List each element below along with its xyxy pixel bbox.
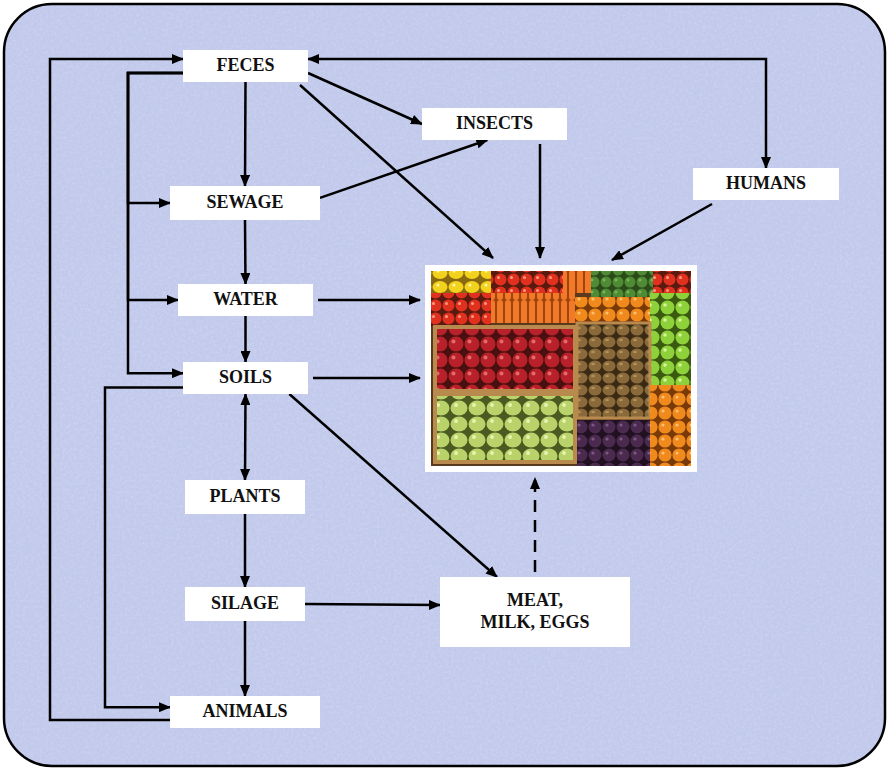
flow-arrow	[305, 604, 440, 605]
arrows-to-food	[300, 85, 712, 572]
flow-arrow	[289, 394, 497, 577]
carrots	[491, 293, 575, 323]
flow-arrow	[244, 220, 247, 284]
arrow	[612, 204, 712, 260]
node-label: SILAGE	[211, 593, 279, 615]
dashed-arrow	[534, 478, 537, 572]
node-box: INSECTS	[422, 108, 567, 140]
arrow	[313, 377, 420, 380]
node-label: HUMANS	[726, 173, 806, 195]
flow-arrow	[244, 82, 247, 186]
node-box: PLANTS	[185, 480, 305, 514]
tomatoes	[491, 271, 563, 293]
node-box: MEAT, MILK, EGGS	[440, 577, 630, 647]
node-label: ANIMALS	[202, 701, 287, 723]
ground-mottle	[4, 4, 885, 766]
node-box: SOILS	[183, 362, 308, 394]
flow-arrow	[50, 59, 183, 720]
node-box: ANIMALS	[170, 696, 320, 728]
tomatoes	[431, 293, 491, 327]
node-box: FECES	[183, 50, 308, 82]
plums	[577, 420, 650, 466]
outer-frame	[4, 4, 885, 766]
node-box: WATER	[178, 284, 313, 316]
node-box: SILAGE	[185, 587, 305, 621]
flow-arrow	[128, 73, 183, 203]
arrow	[539, 144, 542, 258]
node-label: WATER	[213, 289, 278, 311]
apricots	[575, 297, 650, 323]
lemons	[431, 271, 491, 293]
photo-ground	[431, 271, 691, 466]
textured-ground	[4, 4, 885, 766]
flow-arrow	[244, 621, 247, 696]
flow-arrow	[308, 73, 422, 124]
flow-arrow	[244, 394, 247, 480]
flow-arrow	[244, 316, 247, 362]
carrots	[563, 271, 591, 293]
flow-arrow	[105, 388, 183, 708]
node-label: PLANTS	[209, 486, 280, 508]
node-label: SOILS	[219, 367, 272, 389]
node-label: FECES	[216, 55, 274, 77]
kiwi-basket	[577, 323, 650, 418]
red-apple-basket	[435, 327, 575, 391]
ground-speckle	[4, 4, 885, 766]
flow-arrow	[320, 140, 487, 198]
node-label: MEAT, MILK, EGGS	[479, 590, 592, 633]
ground-fill	[4, 4, 885, 766]
arrow	[318, 299, 420, 302]
node-label: SEWAGE	[206, 192, 283, 214]
node-box: SEWAGE	[170, 186, 320, 220]
node-label: INSECTS	[456, 113, 533, 135]
flow-arrow	[128, 73, 183, 373]
green-apples	[650, 293, 691, 385]
node-box: HUMANS	[693, 168, 839, 200]
pear-basket	[435, 394, 575, 462]
oranges	[650, 385, 691, 466]
flow-arrow	[244, 514, 247, 587]
peppers	[653, 271, 691, 293]
flow-arrow	[308, 59, 766, 168]
photo-frame	[425, 265, 697, 472]
broccoli	[591, 271, 653, 297]
